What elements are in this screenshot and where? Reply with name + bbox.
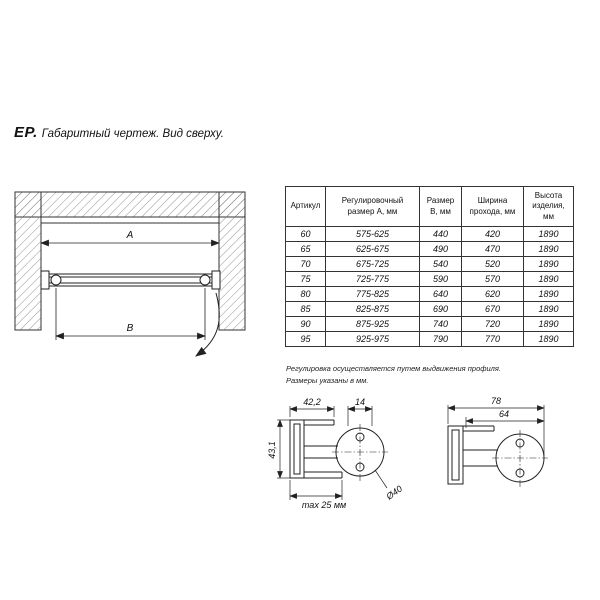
col-header-size-a: Регулировочный размер А, мм [325,186,420,227]
col-header-passage: Ширина прохода, мм [461,186,524,227]
wall-hatching [14,191,246,331]
cell-size-b: 740 [419,316,462,332]
col-header-size-b: Размер В, мм [419,186,462,227]
col-header-height: Высота изделия, мм [523,186,574,227]
profile-detail-left: 42,2 14 43,1 max 25 мм [267,397,404,510]
cell-size-a: 825-875 [325,301,420,317]
cell-size-a: 775-825 [325,286,420,302]
dimension-a-label: A [126,230,134,241]
cell-size-b: 790 [419,331,462,347]
door-panel [40,270,221,290]
cell-size-b: 640 [419,286,462,302]
page-title: EP.Габаритный чертеж. Вид сверху. [14,124,224,142]
cell-height: 1890 [523,286,574,302]
dimension-64 [465,417,545,428]
cell-size-b: 540 [419,256,462,272]
cell-artikul: 70 [285,256,326,272]
dimension-43-1 [277,419,290,479]
size-table-header: Артикул Регулировочный размер А, мм Разм… [285,186,574,227]
screw-boss [515,438,525,448]
cell-size-b: 440 [419,226,462,242]
cell-height: 1890 [523,316,574,332]
dimension-a: A [40,230,220,247]
col-header-artikul: Артикул [285,186,326,227]
dimension-14-label: 14 [355,397,365,407]
table-row: 85 825-875 690 670 1890 [285,301,574,317]
title-text: Габаритный чертеж. Вид сверху. [41,128,224,140]
cell-size-b: 690 [419,301,462,317]
profile-details: 42,2 14 43,1 max 25 мм [267,396,548,510]
cell-size-b: 490 [419,241,462,257]
dimension-43-1-label: 43,1 [267,441,277,459]
roller-right [199,274,211,286]
cell-artikul: 75 [285,271,326,287]
roller-left [50,274,62,286]
table-row: 75 725-775 590 570 1890 [285,271,574,287]
cell-passage: 620 [461,286,524,302]
cell-passage: 520 [461,256,524,272]
dimension-42-2-label: 42,2 [303,397,321,407]
cell-size-a: 675-725 [325,256,420,272]
cell-size-b: 590 [419,271,462,287]
dimension-b-label: B [127,323,134,334]
cell-passage: 470 [461,241,524,257]
cell-height: 1890 [523,256,574,272]
screw-boss [355,462,365,472]
screw-boss [355,432,365,442]
top-view-drawing: A B [14,191,246,357]
series-code: EP. [14,124,38,141]
cell-size-a: 875-925 [325,316,420,332]
cell-artikul: 80 [285,286,326,302]
diameter-label: Ø40 [384,484,404,503]
dimension-max-25 [289,480,343,500]
dimension-max-25-label: max 25 мм [302,500,346,510]
wall-top [14,191,246,218]
cell-passage: 720 [461,316,524,332]
dimension-64-label: 64 [499,409,509,419]
cell-height: 1890 [523,331,574,347]
cell-passage: 570 [461,271,524,287]
diameter-leader-line [374,469,388,489]
cell-size-a: 925-975 [325,331,420,347]
door-open-direction-arrow [195,292,220,357]
dimension-78-label: 78 [491,396,501,406]
cell-height: 1890 [523,301,574,317]
dimension-42-2 [289,406,335,417]
note-line-2: Размеры указаны в мм. [286,375,369,385]
notes: Регулировка осуществляется путем выдвиже… [286,363,501,386]
cell-size-a: 575-625 [325,226,420,242]
wall-profile-left [40,270,50,290]
table-row: 60 575-625 440 420 1890 [285,226,574,242]
cell-passage: 770 [461,331,524,347]
wall-profile-right [211,270,221,290]
cell-size-a: 625-675 [325,241,420,257]
cell-artikul: 90 [285,316,326,332]
dimension-14 [347,406,373,426]
table-row: 95 925-975 790 770 1890 [285,331,574,347]
cell-passage: 670 [461,301,524,317]
dimension-b: B [55,288,206,340]
wall-left [14,191,42,331]
cell-passage: 420 [461,226,524,242]
wall-profile-section [289,419,305,479]
screw-boss [515,468,525,478]
table-row: 65 625-675 490 470 1890 [285,241,574,257]
cell-height: 1890 [523,271,574,287]
dimension-78 [447,405,545,456]
size-table: Артикул Регулировочный размер А, мм Разм… [285,186,574,347]
profile-detail-right: 78 64 [447,396,548,488]
table-row: 80 775-825 640 620 1890 [285,286,574,302]
table-row: 90 875-925 740 720 1890 [285,316,574,332]
wall-profile-section [447,425,464,485]
cell-artikul: 95 [285,331,326,347]
cell-size-a: 725-775 [325,271,420,287]
cell-artikul: 85 [285,301,326,317]
table-row: 70 675-725 540 520 1890 [285,256,574,272]
cell-artikul: 65 [285,241,326,257]
cell-height: 1890 [523,226,574,242]
cell-height: 1890 [523,241,574,257]
wall-right [218,191,246,331]
note-line-1: Регулировка осуществляется путем выдвиже… [286,364,502,373]
cell-artikul: 60 [285,226,326,242]
